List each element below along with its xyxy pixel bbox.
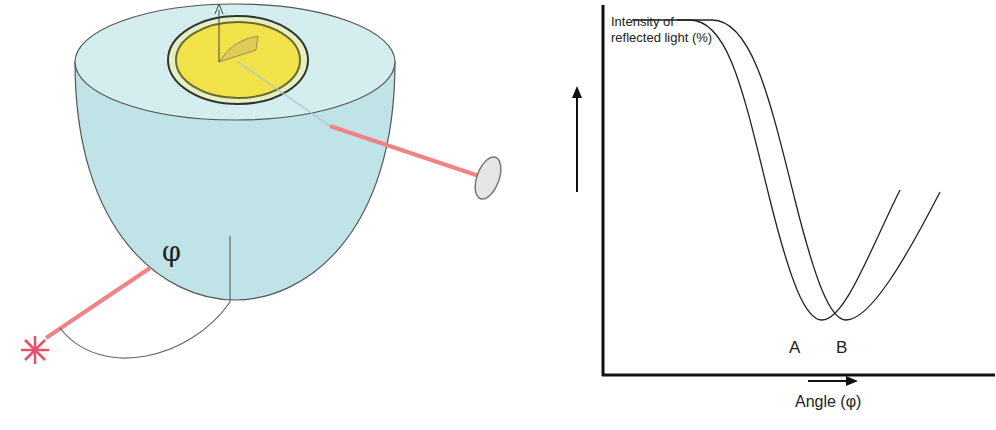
- detector: [470, 154, 506, 203]
- prism-top: [75, 4, 395, 120]
- angle-arc: [60, 236, 230, 358]
- y-arrow: [576, 92, 578, 192]
- x-arrowhead: [846, 376, 858, 386]
- normal-arrow: [215, 4, 223, 14]
- x-arrow: [808, 380, 848, 382]
- normal-line: [219, 10, 220, 62]
- y-arrowhead: [572, 86, 582, 98]
- internal-beam: [238, 62, 330, 126]
- curve-label: A: [789, 338, 800, 358]
- gold-film: [176, 22, 300, 98]
- sensor-ring: [168, 16, 308, 104]
- curve-b: [677, 20, 940, 320]
- reflected-beam: [330, 126, 485, 178]
- incident-beam: [46, 268, 150, 338]
- curve-a: [632, 20, 900, 320]
- y-axis: [602, 5, 605, 376]
- laser-source: [21, 336, 49, 364]
- x-axis: [602, 374, 995, 377]
- axis-title: Angle (φ): [795, 392, 861, 411]
- angle-wedge: [219, 36, 258, 62]
- axis-title: Intensity of reflected light (%): [611, 14, 713, 45]
- angle-symbol: φ: [162, 236, 181, 268]
- curve-label: B: [836, 338, 847, 358]
